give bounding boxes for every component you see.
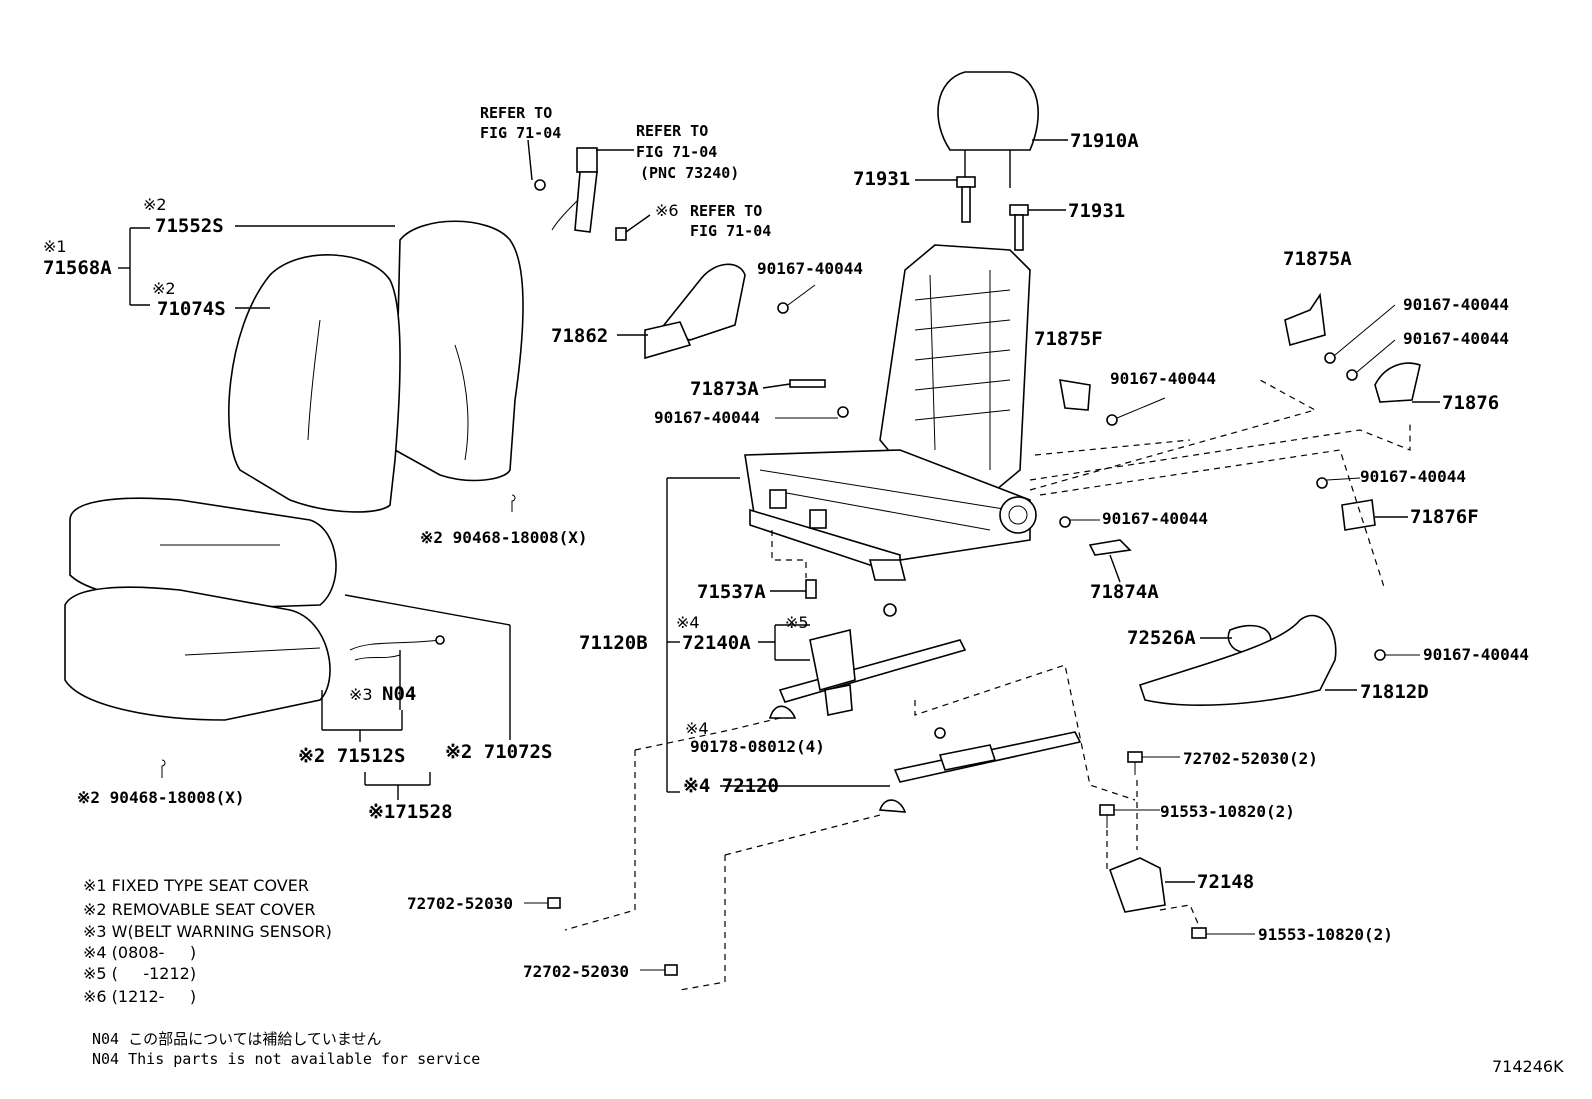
recliner-cover-drawing [617,263,746,360]
mark-3: ※3 [349,685,373,704]
label-71931-a: 71931 [853,168,910,190]
mark-2-b: ※2 [152,279,176,298]
mark-2-a: ※2 [143,195,167,214]
label-71528: ※171528 [368,801,453,823]
mark-4-a: ※4 [676,613,700,632]
label-71862: 71862 [551,325,608,347]
label-71120B: 71120B [579,632,648,654]
mark-5: ※5 [785,613,809,632]
label-90468-18008-a: ※2 90468-18008(X) [420,528,588,547]
ref-refer-to-3: REFER TO [690,202,762,220]
figure-id: 714246K [1492,1057,1564,1076]
legend: ※1 FIXED TYPE SEAT COVER ※2 REMOVABLE SE… [83,876,332,1006]
headrest-support-drawing [915,176,1066,251]
belt-sensor-drawing [349,635,445,710]
belt-buckle-drawing [527,139,651,241]
footnote-english: N04 This parts is not available for serv… [92,1050,480,1068]
label-91553-10820-b: 91553-10820(2) [1258,925,1393,944]
armrest-drawing [1138,614,1420,707]
label-90167-40044-h: 90167-40044 [1423,645,1529,664]
label-71812D: 71812D [1360,681,1429,703]
label-71876: 71876 [1442,392,1499,414]
label-72120: ※4 72120 [683,775,779,797]
label-90468-18008-b: ※2 90468-18008(X) [77,788,245,807]
legend-note-4: ※4 (0808- ) [83,943,196,962]
label-90167-40044-f: 90167-40044 [1360,467,1466,486]
label-72702-52030-c: 72702-52030 [523,962,629,981]
label-72148: 72148 [1197,871,1254,893]
seatback-cover-drawing [118,220,524,513]
label-N04: N04 [382,683,416,705]
label-91553-10820-a: 91553-10820(2) [1160,802,1295,821]
label-71874A: 71874A [1090,581,1159,603]
label-71072S: ※2 71072S [445,741,552,763]
frame-bracket-lines [666,477,810,793]
ref-fig-2: FIG 71-04 [636,143,717,161]
cushion-bracket-lines [321,594,511,800]
label-71537A: 71537A [697,581,766,603]
ref-fig-1: FIG 71-04 [480,124,561,142]
label-90167-40044-b: 90167-40044 [654,408,760,427]
label-90167-40044-a: 90167-40044 [757,259,863,278]
legend-note-6: ※6 (1212- ) [83,987,196,1006]
ref-pnc: (PNC 73240) [640,164,739,182]
seat-frame-drawing [744,244,1037,581]
label-71876F: 71876F [1410,506,1479,528]
label-71910A: 71910A [1070,130,1139,152]
legend-note-3: ※3 W(BELT WARNING SENSOR) [83,922,332,941]
hog-ring-drawing [161,494,516,778]
mark-1-a: ※1 [43,237,67,256]
mark-6: ※6 [655,201,679,220]
label-71568A: 71568A [43,257,112,279]
bolt-drawings [762,284,1440,599]
label-71875A: 71875A [1283,248,1352,270]
label-90178-08012: 90178-08012(4) [690,737,825,756]
dashed-leaders [564,379,1411,991]
mark-4-b: ※4 [685,719,709,738]
ref-refer-to-1: REFER TO [480,104,552,122]
label-71552S: 71552S [155,215,224,237]
label-71873A: 71873A [690,378,759,400]
label-71512S: ※2 71512S [298,745,405,767]
legend-note-1: ※1 FIXED TYPE SEAT COVER [83,876,309,895]
footnote-japanese: N04 この部品については補給していません [92,1030,381,1048]
label-90167-40044-g: 90167-40044 [1102,509,1208,528]
seat-rail-drawing [720,603,1082,813]
label-72702-52030-a: 72702-52030(2) [1183,749,1318,768]
label-90167-40044-e: 90167-40044 [1403,329,1509,348]
label-90167-40044-c: 90167-40044 [1110,369,1216,388]
ref-refer-to-2: REFER TO [636,122,708,140]
headrest-drawing [937,71,1068,188]
ref-fig-3: FIG 71-04 [690,222,771,240]
label-90167-40044-d: 90167-40044 [1403,295,1509,314]
label-71931-b: 71931 [1068,200,1125,222]
label-72140A: 72140A [682,632,751,654]
label-71074S: 71074S [157,298,226,320]
legend-note-2: ※2 REMOVABLE SEAT COVER [83,900,315,919]
bracket-drawing [524,751,1255,976]
seat-cushion-cover-drawing [64,497,337,721]
label-72702-52030-b: 72702-52030 [407,894,513,913]
label-71875F: 71875F [1034,328,1103,350]
legend-note-5: ※5 ( -1212) [83,964,196,983]
label-72526A: 72526A [1127,627,1196,649]
